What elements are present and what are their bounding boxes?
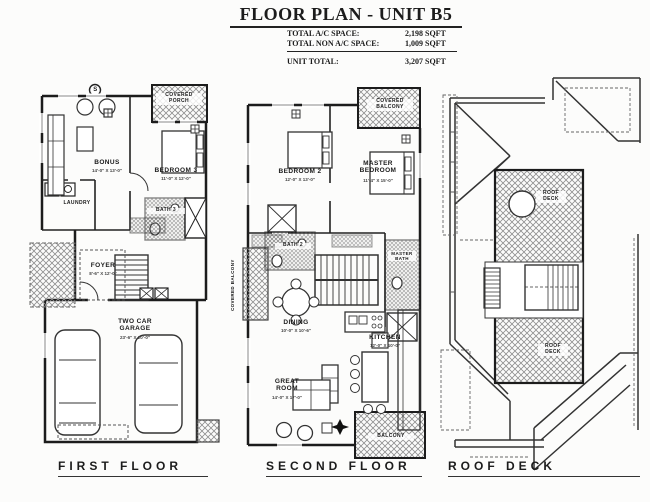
great-room-label: GREAT ROOM: [274, 378, 300, 393]
covered-porch-label: COVERED PORCH: [156, 92, 202, 105]
roof-dashed-lines: [440, 87, 635, 458]
spec-label: UNIT TOTAL:: [287, 57, 339, 66]
side-balcony-label: COVERED BALCONY: [230, 259, 235, 311]
foyer-outline: [79, 249, 126, 301]
second-floor-title: SECOND FLOOR: [266, 459, 422, 477]
great-room-furniture: [275, 364, 339, 442]
bonus-furniture: [47, 98, 116, 196]
great-room-dims: 14'-0" X 17'-0": [272, 395, 302, 400]
smoke-marker-label: S: [93, 87, 98, 93]
garage-dims: 23'-6" X 20'-0": [120, 335, 150, 340]
bedroom2-label: BEDROOM 2: [278, 168, 322, 175]
master-bedroom-dims: 11'-4" X 15'-0": [363, 178, 393, 183]
second-floor-plan: [242, 87, 426, 459]
side-patio-area: [29, 242, 76, 308]
foyer-label: FOYER: [90, 262, 116, 269]
bedroom3-bed: [161, 124, 205, 174]
garage-door-outline: [57, 424, 129, 440]
garage-label: TWO CAR GARAGE: [118, 318, 152, 333]
bedroom2-bed: [287, 109, 333, 169]
spec-value: 3,207 SQFT: [405, 57, 446, 66]
toilet: [271, 254, 283, 268]
spec-row-ac: TOTAL A/C SPACE: 2,198 SQFT: [287, 29, 457, 38]
area-spec-table: TOTAL A/C SPACE: 2,198 SQFT TOTAL NON A/…: [287, 29, 457, 67]
utility-equipment: [139, 287, 169, 300]
entry-stoop-area: [196, 419, 220, 443]
door-arcs: [79, 172, 149, 301]
foyer-dims: 8'-6" X 12'-0": [89, 271, 117, 276]
closet-x: [184, 197, 207, 239]
dining-dims: 10'-0" X 10'-6": [281, 328, 311, 333]
roof-stairs: [483, 264, 579, 311]
kitchen-fixtures: [344, 309, 421, 431]
stairs: [114, 254, 149, 301]
first-floor-title: FIRST FLOOR: [58, 459, 208, 477]
bonus-room-label: BONUS: [94, 159, 120, 166]
first-floor-plan: [29, 83, 220, 444]
deck-table: [508, 190, 536, 218]
covered-balcony-label: COVERED BALCONY: [367, 98, 413, 111]
spec-row-total: UNIT TOTAL: 3,207 SQFT: [287, 51, 457, 66]
bedroom3-label: BEDROOM 3: [154, 167, 198, 174]
dining-table: [272, 278, 320, 326]
window-marks: [450, 131, 455, 293]
car-2: [134, 334, 183, 434]
master-bedroom-label: MASTER BEDROOM: [359, 160, 397, 175]
spec-value: 1,009 SQFT: [405, 39, 446, 48]
laundry-label: LAUNDRY: [63, 200, 91, 206]
spec-row-nonac: TOTAL NON A/C SPACE: 1,009 SQFT: [287, 39, 457, 48]
roof-deck-upper-label: ROOF DECK: [536, 190, 566, 203]
bedroom2-dims: 12'-0" X 13'-0": [285, 177, 315, 182]
roof-deck-lower-label: ROOF DECK: [538, 343, 568, 356]
stair-opening: [484, 261, 584, 319]
spec-label: TOTAL A/C SPACE:: [287, 29, 360, 38]
roof-deck-plan: [440, 77, 641, 471]
dining-label: DINING: [283, 319, 309, 326]
decor-star: [331, 419, 349, 435]
kitchen-dims: 12'-0" X 10'-0": [370, 343, 400, 348]
car-1: [54, 329, 101, 436]
balcony-label: BALCONY: [368, 433, 414, 440]
master-toilet: [391, 276, 403, 290]
bath3-label: BATH 3: [147, 207, 185, 214]
kitchen-label: KITCHEN: [369, 334, 401, 341]
bonus-room-dims: 14'-0" X 13'-0": [92, 168, 122, 173]
closet: [251, 234, 283, 248]
roof-deck-title: ROOF DECK: [448, 459, 640, 477]
master-closet: [331, 234, 373, 248]
master-bed: [369, 134, 415, 195]
page-title: FLOOR PLAN - UNIT B5: [230, 4, 462, 28]
stair-landing: [129, 217, 166, 234]
bedroom3-dims: 11'-0" X 12'-0": [161, 176, 191, 181]
spec-value: 2,198 SQFT: [405, 29, 446, 38]
master-shower-x: [386, 312, 418, 342]
stairs: [314, 254, 379, 306]
bath2-label: BATH 2: [275, 242, 311, 249]
side-balcony-area: [242, 247, 269, 321]
window-marks: [39, 93, 197, 358]
window-marks: [245, 102, 423, 448]
shower-x: [267, 204, 297, 233]
master-bath-label: MASTER BATH: [388, 251, 416, 262]
roof-lines: [449, 77, 641, 471]
spec-label: TOTAL NON A/C SPACE:: [287, 39, 380, 48]
